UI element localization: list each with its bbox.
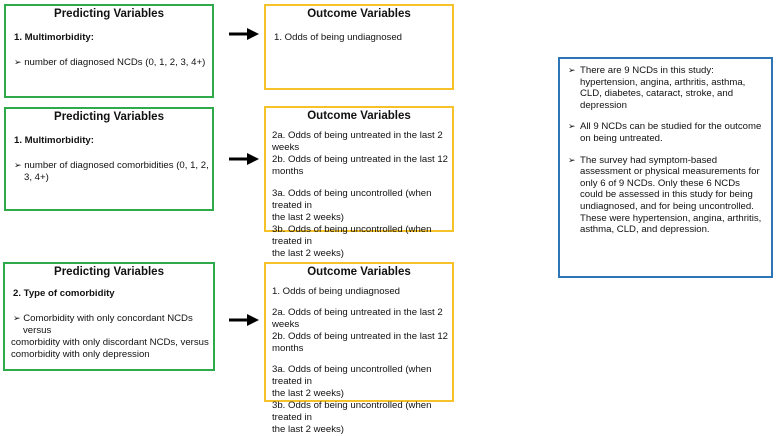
predictor-heading: 2. Type of comorbidity: [13, 288, 115, 299]
outcome-list: 1. Odds of being undiagnosed 2a. Odds of…: [272, 286, 452, 436]
outcome-list: 2a. Odds of being untreated in the last …: [272, 130, 452, 260]
predicting-box-3: Predicting Variables 2. Type of comorbid…: [3, 262, 215, 371]
notes-box: ➢There are 9 NCDs in this study: hyperte…: [558, 57, 773, 278]
outcome-item: the last 2 weeks): [272, 424, 344, 435]
box-title: Outcome Variables: [307, 8, 411, 20]
outcome-box-2: Outcome Variables 2a. Odds of being untr…: [264, 106, 454, 259]
outcome-item: the last 2 weeks): [272, 388, 344, 399]
outcome-item: 1. Odds of being undiagnosed: [274, 32, 403, 43]
box-title: Predicting Variables: [54, 111, 164, 123]
outcome-item: 2b. Odds of being untreated in the last …: [272, 154, 449, 177]
predictor-bullet: ➢ number of diagnosed comorbidities (0, …: [14, 160, 209, 183]
right-arrow-icon: [229, 153, 259, 165]
note-item: ➢The survey had symptom-based assessment…: [568, 154, 762, 236]
predictor-bullet: ➢ number of diagnosed NCDs (0, 1, 2, 3, …: [14, 57, 206, 68]
notes-list: ➢There are 9 NCDs in this study: hyperte…: [568, 65, 765, 236]
outcome-item: the last 2 weeks): [272, 212, 344, 223]
predictor-bullet: ➢ Comorbidity with only concordant NCDs …: [11, 313, 209, 360]
box-title: Outcome Variables: [307, 110, 411, 122]
right-arrow-icon: [229, 314, 259, 326]
arrow-bullet-icon: ➢: [14, 160, 22, 170]
predicting-box-1: Predicting Variables 1. Multimorbidity: …: [4, 4, 214, 98]
note-item: ➢All 9 NCDs can be studied for the outco…: [568, 121, 762, 144]
outcome-box-1: Outcome Variables 1. Odds of being undia…: [264, 4, 454, 90]
outcome-box-3: Outcome Variables 1. Odds of being undia…: [264, 262, 454, 435]
box-title: Predicting Variables: [54, 8, 164, 20]
outcome-item: 3a. Odds of being uncontrolled (when tre…: [272, 188, 432, 211]
outcome-item: the last 2 weeks): [272, 248, 344, 259]
arrow-bullet-icon: ➢: [13, 313, 21, 323]
outcome-item: 3a. Odds of being uncontrolled (when tre…: [272, 364, 432, 387]
predictor-heading: 1. Multimorbidity:: [14, 135, 94, 146]
outcome-item: 2a. Odds of being untreated in the last …: [272, 307, 443, 330]
arrow-bullet-icon: ➢: [568, 121, 576, 132]
outcome-item: 1. Odds of being undiagnosed: [272, 286, 401, 297]
box-title: Predicting Variables: [54, 266, 164, 278]
outcome-item: 3b. Odds of being uncontrolled (when tre…: [272, 400, 432, 423]
arrow-bullet-icon: ➢: [568, 154, 576, 165]
outcome-item: 3b. Odds of being uncontrolled (when tre…: [272, 224, 432, 247]
right-arrow-icon: [229, 28, 259, 40]
arrow-bullet-icon: ➢: [568, 65, 576, 75]
outcome-item: 2b. Odds of being untreated in the last …: [272, 331, 449, 354]
predictor-heading: 1. Multimorbidity:: [14, 32, 94, 43]
box-title: Outcome Variables: [307, 266, 411, 278]
predicting-box-2: Predicting Variables 1. Multimorbidity: …: [4, 107, 214, 211]
note-item: ➢There are 9 NCDs in this study: hyperte…: [568, 65, 746, 111]
arrow-bullet-icon: ➢: [14, 57, 22, 67]
outcome-item: 2a. Odds of being untreated in the last …: [272, 130, 443, 153]
